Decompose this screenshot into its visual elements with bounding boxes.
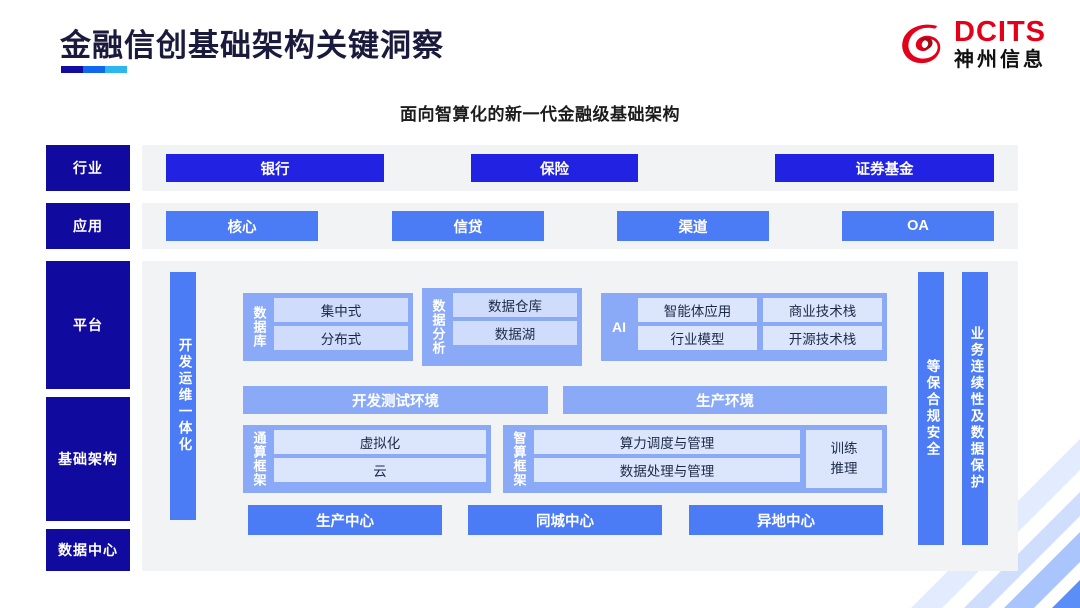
env-production[interactable]: 生产环境 — [563, 386, 887, 414]
group-data-analysis: 数据分析 数据仓库 数据湖 — [422, 288, 582, 366]
datacenter-remote[interactable]: 异地中心 — [689, 505, 883, 535]
application-chip-credit[interactable]: 信贷 — [392, 211, 544, 241]
vertical-bar-compliance-security: 等保合规安全 — [918, 272, 944, 545]
group-label-database: 数据库 — [251, 306, 267, 348]
datacenter-metro[interactable]: 同城中心 — [468, 505, 662, 535]
rail-label-datacenter: 数据中心 — [46, 529, 130, 571]
rail-label-application: 应用 — [46, 203, 130, 249]
group-ai: AI 智能体应用 行业模型 商业技术栈 开源技术栈 — [601, 293, 887, 361]
cell-data-lake[interactable]: 数据湖 — [453, 321, 577, 345]
group-label-intelligent-compute: 智算框架 — [511, 431, 527, 487]
rail-label-infrastructure: 基础架构 — [46, 397, 130, 521]
group-database: 数据库 集中式 分布式 — [243, 293, 413, 361]
rail-label-platform: 平台 — [46, 261, 130, 389]
dcits-swoosh-icon — [902, 24, 941, 64]
cell-cloud[interactable]: 云 — [274, 458, 486, 482]
cell-data-processing[interactable]: 数据处理与管理 — [534, 458, 800, 482]
application-chip-oa[interactable]: OA — [842, 211, 994, 241]
cell-database-distributed[interactable]: 分布式 — [274, 326, 408, 350]
group-label-general-compute: 通算框架 — [251, 431, 267, 487]
page-title: 金融信创基础架构关键洞察 — [60, 28, 444, 63]
group-general-compute-framework: 通算框架 虚拟化 云 — [243, 425, 491, 493]
vertical-bar-devops: 开发运维一体化 — [170, 272, 196, 520]
cell-opensource-tech-stack[interactable]: 开源技术栈 — [763, 326, 882, 350]
logo-wordmark-en: DCITS — [954, 16, 1046, 48]
group-label-data-analysis: 数据分析 — [430, 299, 446, 355]
env-dev-test[interactable]: 开发测试环境 — [243, 386, 548, 414]
application-chip-core[interactable]: 核心 — [166, 211, 318, 241]
cell-data-warehouse[interactable]: 数据仓库 — [453, 293, 577, 317]
cell-database-centralized[interactable]: 集中式 — [274, 298, 408, 322]
industry-chip-securities-fund[interactable]: 证券基金 — [775, 154, 994, 182]
cell-agent-application[interactable]: 智能体应用 — [638, 298, 757, 322]
industry-chip-bank[interactable]: 银行 — [166, 154, 384, 182]
cell-industry-model[interactable]: 行业模型 — [638, 326, 757, 350]
vertical-bar-business-continuity: 业务连续性及数据保护 — [962, 272, 988, 545]
subtitle: 面向智算化的新一代金融级基础架构 — [400, 105, 680, 124]
train-label: 训练 — [830, 441, 858, 457]
brand-logo: DCITS 神州信息 — [898, 18, 1046, 70]
datacenter-production[interactable]: 生产中心 — [248, 505, 442, 535]
inference-label: 推理 — [830, 461, 858, 476]
group-intelligent-compute-framework: 智算框架 算力调度与管理 数据处理与管理 训练 推理 — [503, 425, 887, 493]
title-accent-bar — [61, 66, 127, 73]
cell-train-inference[interactable]: 训练 推理 — [806, 430, 882, 488]
application-panel: 核心 信贷 渠道 OA — [142, 203, 1018, 249]
rail-label-industry: 行业 — [46, 145, 130, 191]
cell-virtualization[interactable]: 虚拟化 — [274, 430, 486, 454]
cell-commercial-tech-stack[interactable]: 商业技术栈 — [763, 298, 882, 322]
logo-wordmark-cn: 神州信息 — [954, 49, 1046, 71]
cell-compute-scheduling[interactable]: 算力调度与管理 — [534, 430, 800, 454]
application-chip-channel[interactable]: 渠道 — [617, 211, 769, 241]
group-label-ai: AI — [612, 319, 626, 335]
industry-panel: 银行 保险 证券基金 — [142, 145, 1018, 191]
industry-chip-insurance[interactable]: 保险 — [471, 154, 638, 182]
